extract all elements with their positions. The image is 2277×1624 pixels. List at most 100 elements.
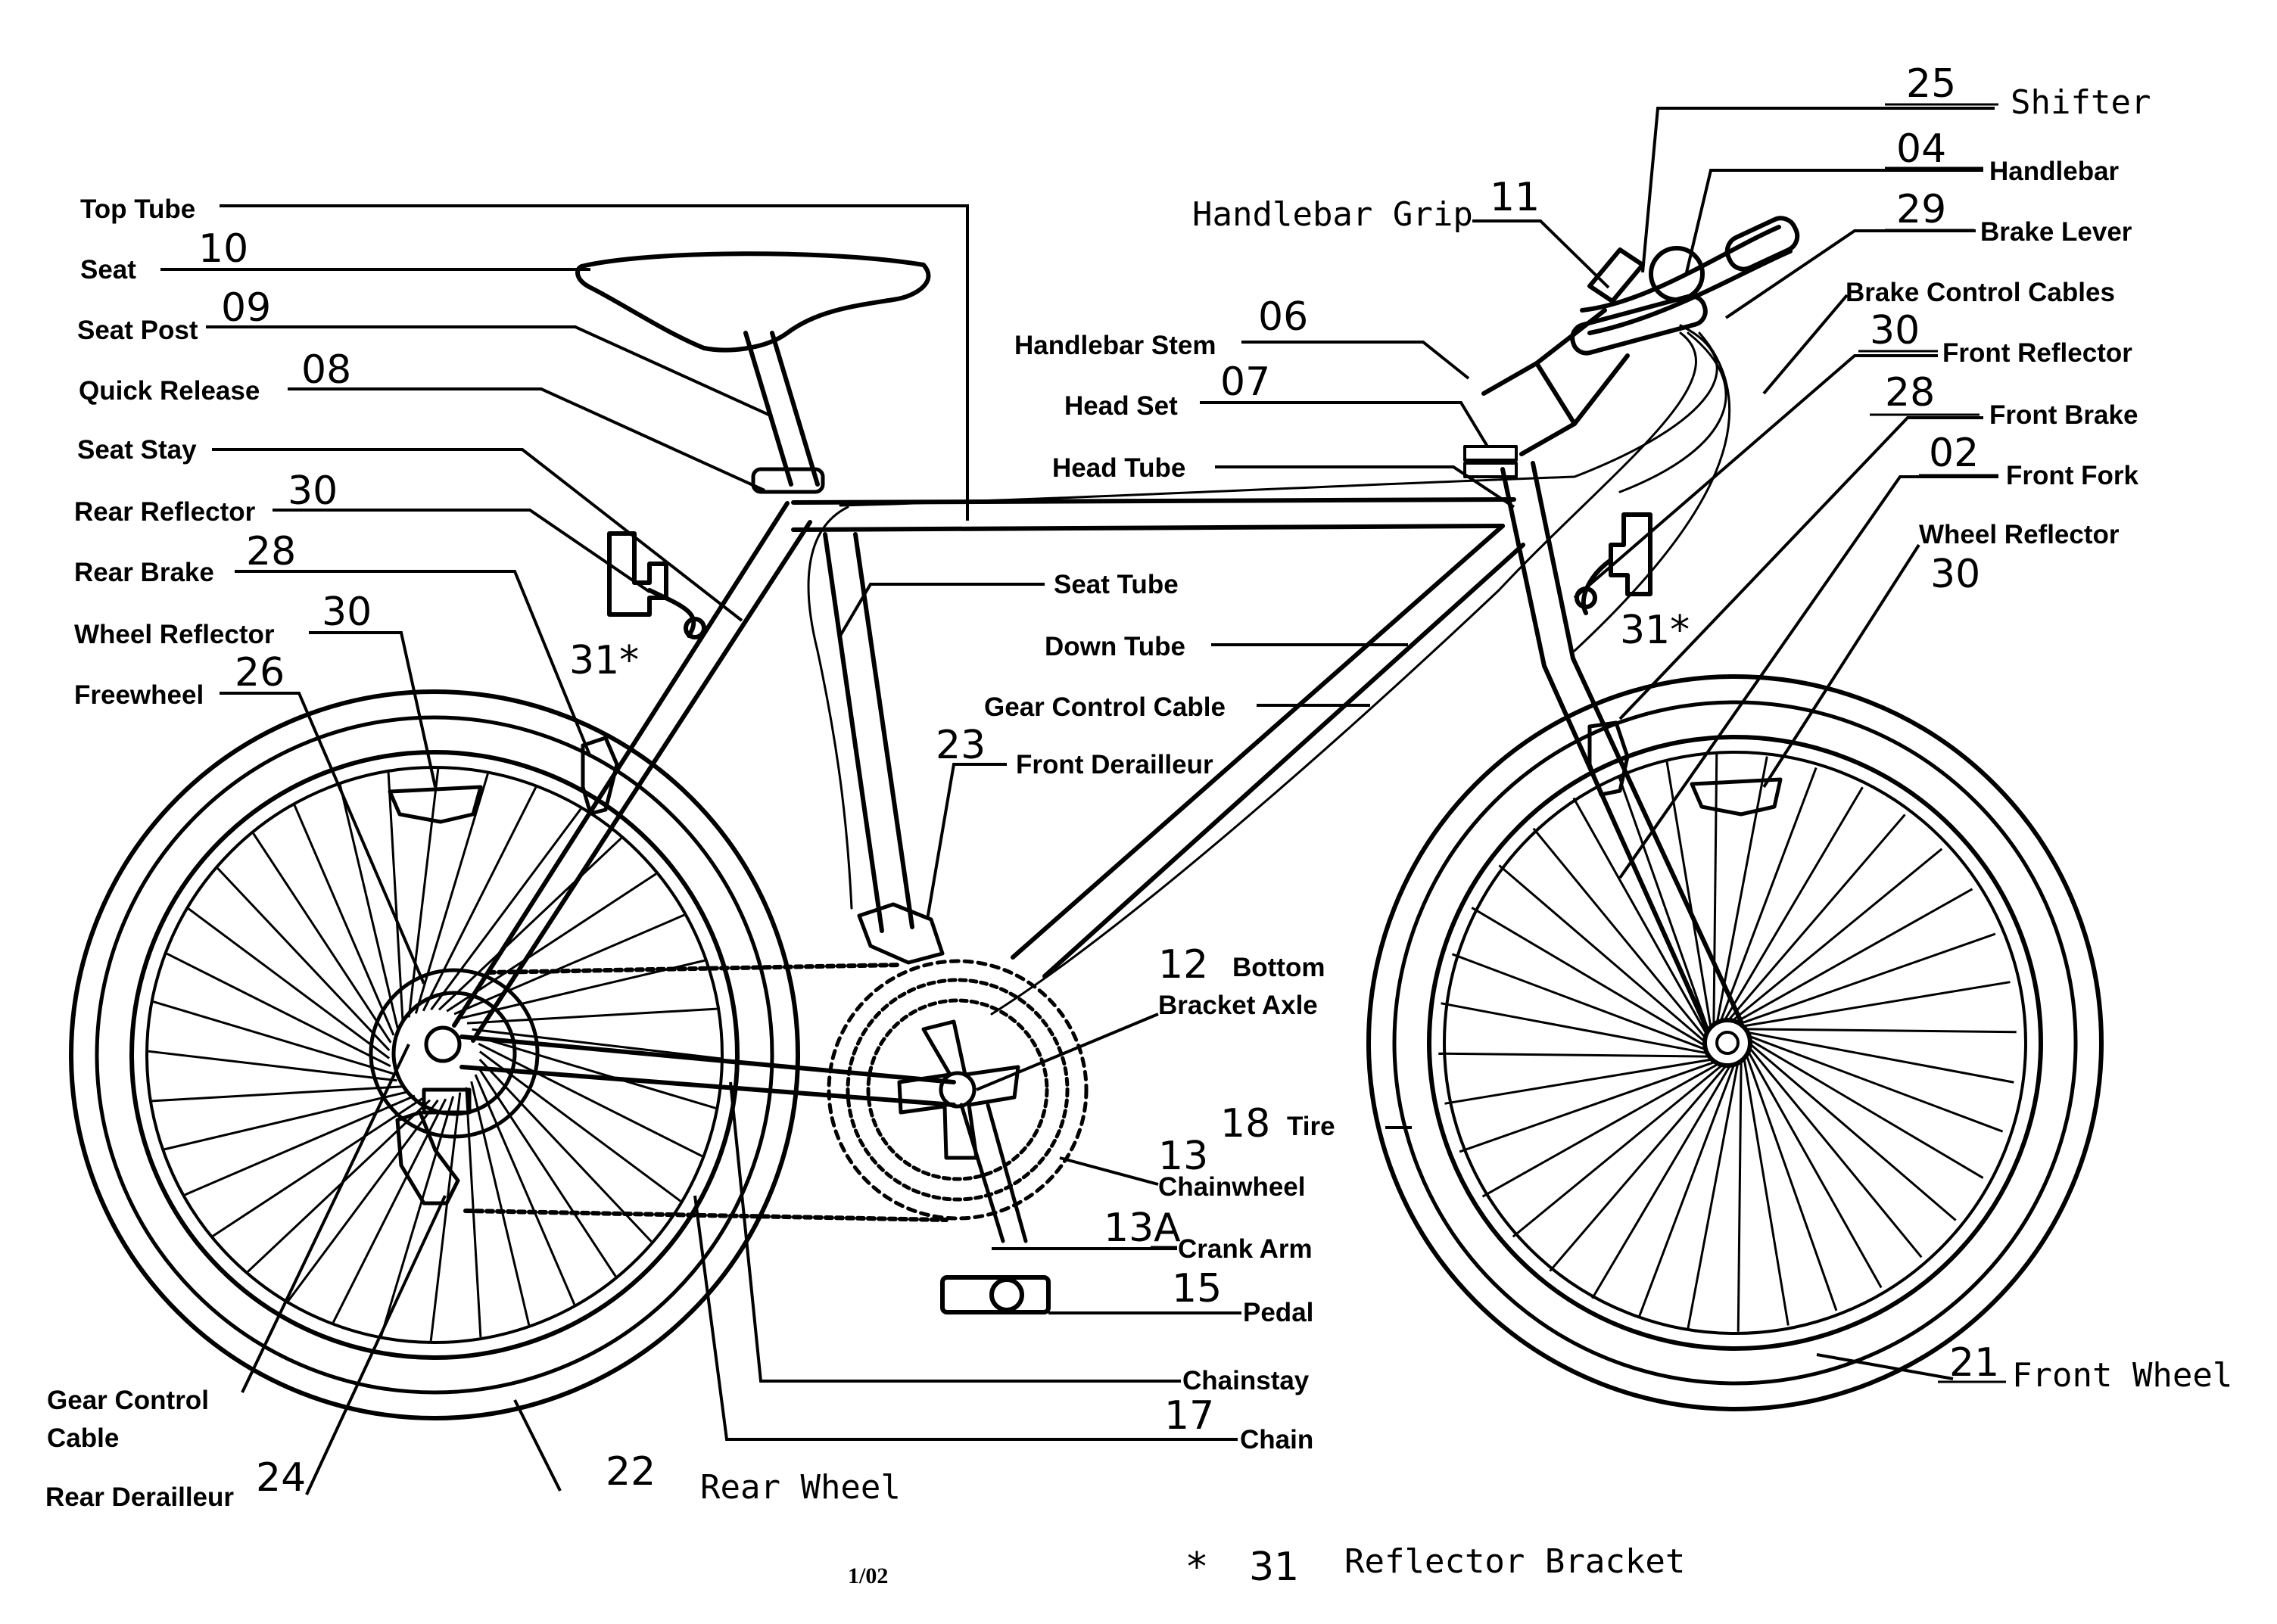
rear-brake xyxy=(581,736,619,816)
spoke xyxy=(151,1085,403,1103)
spoke xyxy=(414,773,489,1014)
spoke xyxy=(287,1099,439,1302)
num-bottom-bracket: 12 xyxy=(1158,942,1208,988)
num-handlebar-grip: 11 xyxy=(1490,175,1540,220)
spoke xyxy=(1743,981,2011,1028)
num-crank-arm: 13A xyxy=(1104,1206,1181,1251)
num-pedal: 15 xyxy=(1172,1266,1222,1311)
num-chainwheel: 13 xyxy=(1158,1134,1208,1179)
spoke xyxy=(1498,864,1706,1043)
num-head-set: 07 xyxy=(1220,359,1270,405)
label-top-tube: Top Tube xyxy=(80,194,195,224)
handlebar-assembly xyxy=(1481,216,1800,456)
spoke xyxy=(438,837,622,1011)
frame xyxy=(452,331,1743,1107)
label-chainwheel: Chainwheel xyxy=(1158,1172,1305,1202)
spoke xyxy=(1731,848,1943,1022)
label-down-tube: Down Tube xyxy=(1045,632,1185,661)
label-tire: Tire xyxy=(1287,1112,1335,1141)
rear-reflector xyxy=(607,531,706,639)
spoke xyxy=(293,804,395,1036)
spoke xyxy=(422,786,537,1012)
label-front-brake: Front Brake xyxy=(1989,400,2138,430)
spoke xyxy=(216,867,391,1052)
spoke xyxy=(1745,1054,1838,1311)
spoke xyxy=(1723,786,1864,1021)
spoke xyxy=(1739,932,1996,1025)
label-quick-release: Quick Release xyxy=(79,376,260,406)
spoke xyxy=(1749,1034,2004,1133)
label-seat: Seat xyxy=(80,255,136,285)
num-rear-reflector-bracket: 31* xyxy=(569,638,639,683)
num-brake-lever: 29 xyxy=(1896,187,1946,232)
label-bottom-bracket: Bottom xyxy=(1232,953,1325,982)
label-gear-control-cable: Gear Control Cable xyxy=(984,692,1226,722)
label-brake-control-cables: Brake Control Cables xyxy=(1846,278,2115,307)
spoke xyxy=(1747,1050,1883,1289)
num-front-brake: 28 xyxy=(1885,370,1935,415)
num-seat: 10 xyxy=(198,226,248,272)
spoke xyxy=(1727,814,1906,1022)
spoke xyxy=(164,1090,409,1151)
footer-date: 1/02 xyxy=(848,1563,888,1588)
spoke xyxy=(1444,1058,1712,1105)
spoke xyxy=(470,1081,531,1326)
legend-number: 31 xyxy=(1249,1545,1299,1590)
spoke xyxy=(472,1028,721,1060)
spoke xyxy=(1637,1064,1736,1319)
label-gear-control-cable-left: Gear Control xyxy=(47,1386,209,1415)
spoke xyxy=(429,1092,462,1342)
rear-wheel xyxy=(69,689,800,1420)
spoke xyxy=(465,1087,482,1338)
chainwheel xyxy=(827,959,1089,1243)
num-front-wheel: 21 xyxy=(1949,1340,1999,1386)
rear-derailleur xyxy=(369,968,540,1206)
num-chain: 17 xyxy=(1164,1393,1214,1439)
spoke xyxy=(212,1097,423,1237)
spoke xyxy=(1749,1047,1923,1258)
label-handlebar-grip: Handlebar Grip xyxy=(1192,195,1473,234)
label-chainstay: Chainstay xyxy=(1182,1366,1310,1395)
spoke xyxy=(1719,767,1818,1022)
label-front-wheel: Front Wheel xyxy=(2012,1356,2232,1395)
rear-wheel-reflector xyxy=(388,785,483,824)
labels: Top Tube Seat 10 Seat Post 09 Quick Rele… xyxy=(45,61,2232,1590)
spoke xyxy=(380,1096,455,1336)
spoke xyxy=(477,1066,617,1277)
label-head-tube: Head Tube xyxy=(1052,453,1185,483)
spoke xyxy=(1737,1060,1743,1332)
spoke xyxy=(338,784,399,1029)
legend-label: Reflector Bracket xyxy=(1344,1542,1685,1581)
num-rear-wheel: 22 xyxy=(606,1449,656,1495)
num-shifter: 25 xyxy=(1906,61,1956,107)
label-handlebar-stem: Handlebar Stem xyxy=(1014,331,1216,360)
spoke xyxy=(148,1050,397,1082)
spoke xyxy=(252,832,392,1044)
label-rear-reflector: Rear Reflector xyxy=(74,497,256,527)
spoke xyxy=(1572,797,1708,1035)
num-front-derailleur: 23 xyxy=(936,723,986,768)
num-rear-reflector: 30 xyxy=(288,468,338,514)
num-front-reflector-bracket: 31* xyxy=(1620,608,1690,653)
spoke xyxy=(1747,1031,2014,1084)
spoke xyxy=(1471,907,1705,1047)
num-front-fork: 02 xyxy=(1929,431,1979,476)
label-chain: Chain xyxy=(1240,1425,1313,1454)
spoke xyxy=(1532,827,1706,1039)
num-handlebar: 04 xyxy=(1896,126,1946,172)
label-head-set: Head Set xyxy=(1064,391,1178,421)
num-quick-release: 08 xyxy=(301,347,351,393)
label-gear-control-cable-left-2: Cable xyxy=(47,1423,119,1453)
front-derailleur xyxy=(857,902,945,965)
label-wheel-reflector-front: Wheel Reflector xyxy=(1919,520,2120,549)
spoke xyxy=(332,1098,447,1324)
spoke xyxy=(1549,1064,1727,1272)
label-rear-wheel: Rear Wheel xyxy=(700,1468,901,1507)
label-seat-tube: Seat Tube xyxy=(1054,570,1179,599)
spoke xyxy=(478,1050,681,1202)
spoke xyxy=(1591,1065,1732,1299)
front-wheel xyxy=(1366,674,2104,1411)
spoke xyxy=(387,772,404,1023)
bicycle-drawing xyxy=(69,216,2104,1420)
